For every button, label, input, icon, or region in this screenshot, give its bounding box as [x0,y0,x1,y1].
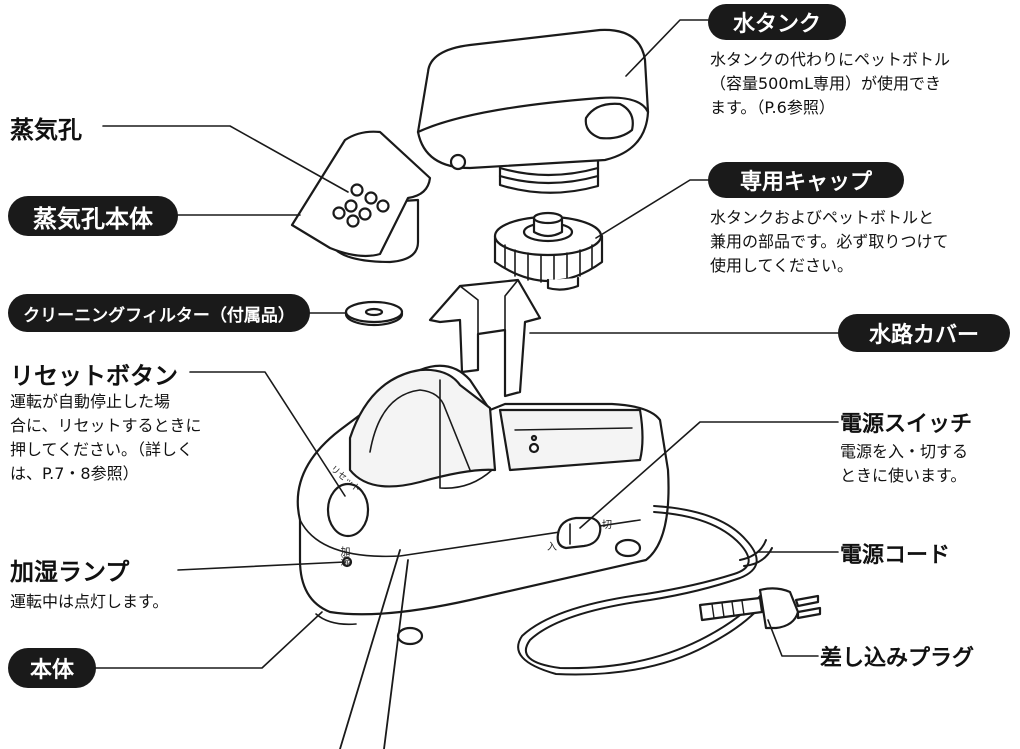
filter-illustration [344,300,404,327]
power-switch-desc: 電源を入・切する ときに使います。 [840,440,968,488]
cap-label: 専用キャップ [708,162,904,198]
steam-hole-illustration [290,130,432,264]
water-tank-label: 水タンク [708,4,846,40]
reset-button-desc: 運転が自動停止した場 合に、リセットするときに 押してください。（詳しく は、P… [10,390,202,486]
steam-hole-body-label: 蒸気孔本体 [8,196,178,236]
power-switch-desc-line-1: 電源を入・切する [840,442,969,461]
plug-label: 差し込みプラグ [820,646,975,671]
cap-illustration [493,211,604,291]
cap-desc-line-2: 兼用の部品です。必ず取りつけて [710,232,949,251]
cap-desc: 水タンクおよびペットボトルと 兼用の部品です。必ず取りつけて 使用してください。 [710,206,949,278]
steam-hole-label: 蒸気孔 [10,116,82,144]
humidify-lamp-desc: 運転中は点灯します。 [10,590,168,614]
water-tank-illustration [416,28,650,194]
reset-desc-line-2: 合に、リセットするときに [10,416,202,435]
humidify-lamp-desc-line-1: 運転中は点灯します。 [10,592,169,611]
cap-desc-line-3: 使用してください。 [710,256,854,275]
power-switch-desc-line-2: ときに使います。 [840,466,967,485]
device-mark-on: 入 [547,542,557,553]
device-mark-off: 切 [602,520,612,531]
plug-illustration [698,587,822,630]
humidify-lamp-label: 加湿ランプ [10,558,130,586]
power-cord-illustration [517,505,773,676]
channel-cover-label: 水路カバー [838,314,1010,352]
reset-desc-line-3: 押してください。（詳しく [10,440,194,459]
channel-cover-illustration [428,278,542,398]
power-cord-label: 電源コード [840,543,951,568]
power-switch-label: 電源スイッチ [840,412,973,437]
reset-desc-line-4: は、P.7・8参照） [10,464,139,483]
water-tank-desc: 水タンクの代わりにペットボトル （容量500mL専用）が使用でき ます。（P.6… [710,48,950,120]
main-body-illustration [296,364,670,646]
device-mark-lamp: 加湿 [338,546,349,566]
water-tank-desc-line-1: 水タンクの代わりにペットボトル [710,50,951,69]
reset-button-label: リセットボタン [10,362,178,390]
water-tank-desc-line-3: ます。（P.6参照） [710,98,835,117]
filter-label: クリーニングフィルター（付属品） [8,294,310,332]
leader-lines [94,19,839,749]
water-tank-desc-line-2: （容量500mL専用）が使用でき [710,74,942,93]
cap-desc-line-1: 水タンクおよびペットボトルと [710,208,935,227]
reset-desc-line-1: 運転が自動停止した場 [10,392,171,411]
main-body-label: 本体 [8,648,96,688]
